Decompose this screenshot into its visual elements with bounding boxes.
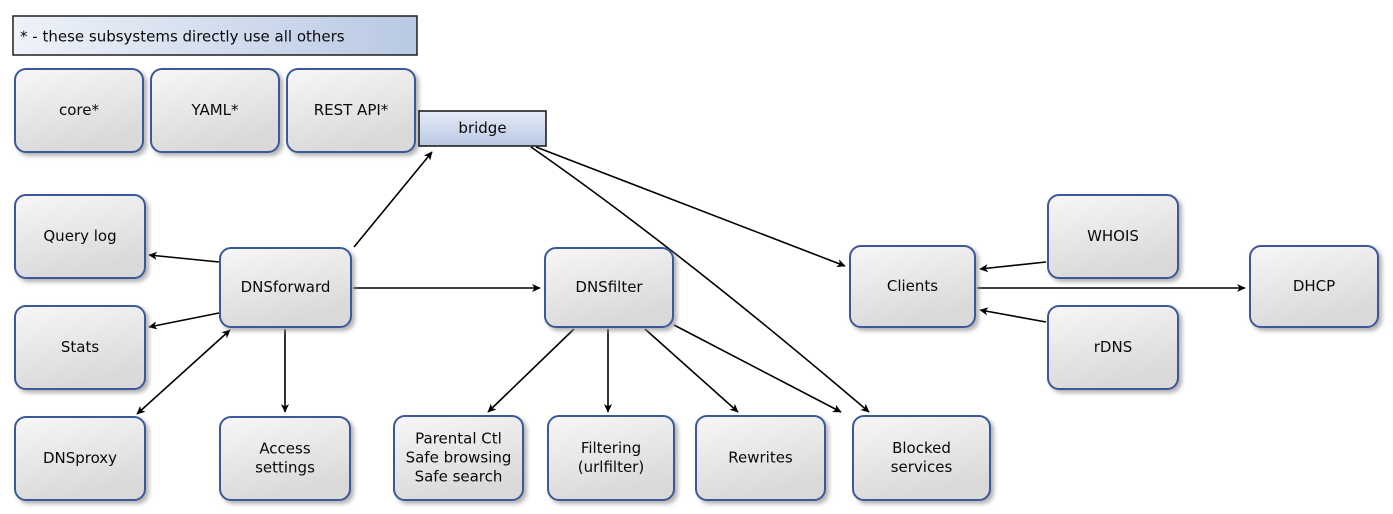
edge-path [535,146,846,267]
edge-dnsforward-querylog [148,251,220,263]
node-box[interactable] [14,416,146,501]
node-box[interactable] [1047,305,1179,390]
node-box[interactable] [849,245,976,328]
node-label: rDNS [1094,338,1132,356]
edge-rdns-clients [979,307,1047,323]
edge-path [487,328,575,413]
node-dnsfilter[interactable]: DNSfilter [544,247,674,328]
node-label: Query log [43,227,116,245]
node-clients[interactable]: Clients [849,245,976,328]
edge-path [979,307,1047,323]
node-label: bridge [458,119,506,137]
node-dnsforward[interactable]: DNSforward [219,247,352,328]
node-label: REST API* [314,101,389,119]
node-box[interactable] [219,416,351,501]
edge-path [530,146,870,413]
edge-dnsfilter-blocked [673,324,842,413]
node-box[interactable] [544,247,674,328]
edge-bridge-blocked [530,146,870,413]
node-box[interactable] [14,194,146,279]
node-label: Stats [61,338,99,356]
node-label: (urlfilter) [578,458,644,476]
node-rest_api[interactable]: REST API* [286,68,416,153]
node-box[interactable] [1047,194,1179,279]
node-yaml[interactable]: YAML* [150,68,280,153]
edge-dnsfilter-parental [487,328,575,413]
edge-dnsforward-stats [148,312,220,330]
edge-layer [136,146,1246,415]
node-dnsproxy[interactable]: DNSproxy [14,416,146,501]
legend-note: * - these subsystems directly use all ot… [12,15,418,56]
node-box[interactable] [219,247,352,328]
edge-path [353,151,433,248]
edge-dnsfilter-rewrites [644,328,739,413]
edge-whois-clients [979,261,1047,273]
edge-path [979,261,1047,273]
node-dhcp[interactable]: DHCP [1249,245,1379,328]
node-box[interactable] [150,68,280,153]
edge-path [148,251,220,263]
node-stats[interactable]: Stats [14,305,146,390]
node-label: Access [259,440,311,458]
node-label: Filtering [581,439,641,457]
edge-dnsforward-bridge [353,151,433,248]
legend-text: * - these subsystems directly use all ot… [20,28,345,46]
node-label: services [891,458,953,476]
node-box[interactable] [393,415,524,501]
node-box[interactable] [14,68,144,153]
node-core[interactable]: core* [14,68,144,153]
edge-path [644,328,739,413]
legend-box [12,15,418,56]
node-label: Blocked [892,439,951,457]
node-bridge[interactable]: bridge [418,110,547,147]
node-box[interactable] [852,415,991,501]
node-box[interactable] [418,110,547,147]
node-rdns[interactable]: rDNS [1047,305,1179,390]
node-label: DNSforward [241,278,331,296]
node-label: Safe search [415,468,503,486]
node-label: YAML* [190,101,239,119]
node-rewrites[interactable]: Rewrites [695,415,826,501]
node-label: DHCP [1293,277,1335,295]
node-label: core* [59,101,99,119]
node-whois[interactable]: WHOIS [1047,194,1179,279]
node-label: Rewrites [728,449,793,467]
node-box[interactable] [695,415,826,501]
node-box[interactable] [547,415,675,501]
node-label: WHOIS [1087,227,1139,245]
node-label: settings [255,459,315,477]
edge-dnsforward-dnsproxy [136,329,231,415]
edge-path [148,312,220,330]
node-box[interactable] [1249,245,1379,328]
node-label: Safe browsing [406,449,512,467]
edge-bridge-clients [535,146,846,267]
node-label: DNSproxy [43,449,117,467]
edge-path [673,324,842,413]
node-filtering[interactable]: Filtering(urlfilter) [547,415,675,501]
node-query_log[interactable]: Query log [14,194,146,279]
edge-path [136,329,231,415]
node-label: Clients [887,277,938,295]
node-box[interactable] [14,305,146,390]
node-label: DNSfilter [575,278,643,296]
node-label: Parental Ctl [415,430,502,448]
node-box[interactable] [286,68,416,153]
